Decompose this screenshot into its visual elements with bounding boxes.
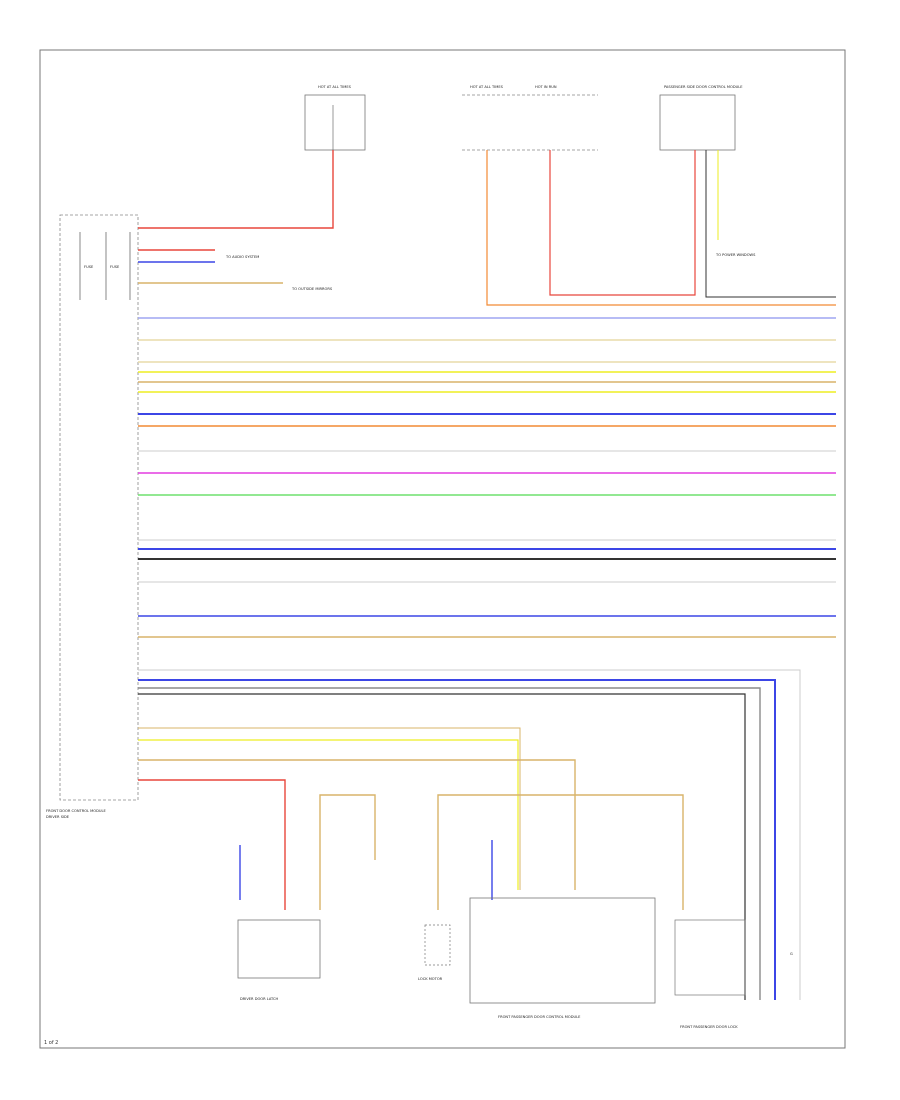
passenger-module-box [469,897,656,1004]
lower-left-switch-label: DRIVER DOOR LATCH [240,997,279,1001]
top-fuse-box-left [304,94,366,151]
top-fuse-mid2-label: HOT IN RUN [535,85,557,89]
right-note: TO POWER WINDOWS [715,253,756,257]
lower-mid-small-label: LOCK MOTOR [418,977,443,981]
left-box-label-b: FUSE [110,265,120,269]
bus-wires [138,317,836,638]
top-right-module-label: PASSENGER SIDE DOOR CONTROL MODULE [664,85,743,89]
left-fuse-symbols [79,232,131,300]
lower-mid-module-label: FRONT PASSENGER DOOR CONTROL MODULE [498,1015,581,1019]
left-box-label-a: FUSE [84,265,94,269]
mid-note-2: TO OUTSIDE MIRRORS [291,287,333,291]
lower-left-module-sub: DRIVER SIDE [46,815,70,819]
diagram-border [39,49,846,1049]
page-footer: 1 of 2 [44,1040,59,1046]
driver-latch-switch-box [237,919,321,979]
passenger-lock-switch-box [674,919,746,996]
top-fuse-left-label: HOT AT ALL TIMES [318,85,352,89]
mid-note-1: TO AUDIO SYSTEM [225,255,259,259]
top-right-module-box [659,94,736,151]
lower-left-module-label: FRONT DOOR CONTROL MODULE [46,809,107,813]
ground-label: G [790,952,793,956]
top-fuse-mid1-label: HOT AT ALL TIMES [470,85,504,89]
left-module-box [59,214,139,801]
lower-right-switch-label: FRONT PASSENGER DOOR LOCK [680,1025,738,1029]
lock-motor-box [424,924,451,966]
